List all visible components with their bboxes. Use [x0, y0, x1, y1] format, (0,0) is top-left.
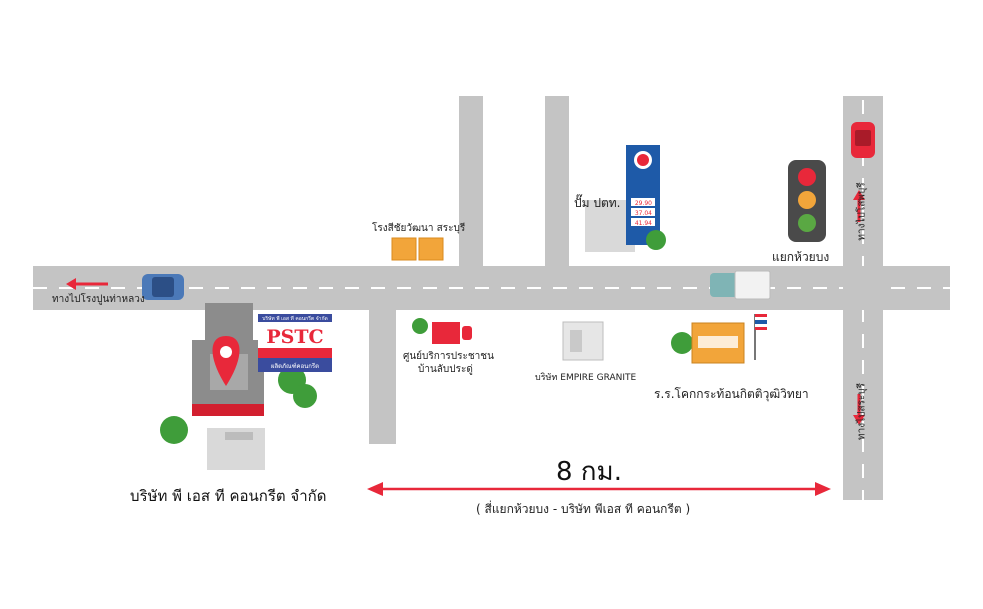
small-building-icon	[207, 428, 265, 470]
road-south-branch	[369, 310, 396, 444]
tree-icon	[646, 230, 666, 250]
pstc-sign-footer: ผลิตภัณฑ์คอนกรีต	[271, 362, 319, 370]
rice-mill-icon	[391, 237, 444, 261]
school-icon	[691, 314, 767, 364]
road-branch-2	[545, 96, 569, 266]
pstc-sign-icon	[258, 314, 332, 372]
ptt-price-2: 37.04	[635, 210, 652, 217]
arrow-down-icon	[853, 394, 865, 425]
tree-icon	[160, 416, 188, 444]
car-red-icon	[851, 122, 875, 158]
ptt-price-1: 29.90	[635, 200, 652, 207]
pstc-sign-header: บริษัท พี เอส ที คอนกรีต จำกัด	[262, 315, 328, 322]
label-to-cement-plant: ทางไปโรงปูนท่าหลวง	[52, 294, 145, 305]
truck-icon	[710, 270, 771, 300]
label-distance-desc: ( สี่แยกห้วยบง - บริษัท พีเอส ที คอนกรีต…	[476, 502, 691, 516]
label-distance: 8 กม.	[556, 457, 622, 487]
label-to-saraburi: ทางไปสระบุรี	[856, 382, 868, 441]
traffic-light-icon	[788, 160, 826, 242]
tree-icon	[293, 384, 317, 408]
pstc-sign-logo: PSTC	[266, 326, 323, 348]
label-company: บริษัท พี เอส ที คอนกรีต จำกัด	[130, 487, 327, 505]
label-service-center-2: บ้านลับประดู่	[418, 364, 473, 375]
location-pin-icon	[212, 336, 240, 386]
arrow-left-icon	[66, 278, 108, 290]
road-branch-1	[459, 96, 483, 266]
label-to-phu: ทางไปโสพบุรี	[856, 182, 868, 241]
arrow-up-icon	[853, 190, 865, 222]
ptt-price-3: 41.94	[635, 220, 652, 227]
empire-granite-building-icon	[562, 321, 604, 361]
label-ptt-station: ปั๊ม ปตท.	[574, 196, 621, 210]
service-center-icon	[432, 322, 472, 344]
tree-icon	[412, 318, 428, 334]
gas-station-icon	[585, 145, 660, 252]
roads	[33, 96, 950, 500]
label-empire-granite: บริษัท EMPIRE GRANITE	[535, 373, 637, 383]
car-blue-icon	[142, 274, 184, 300]
label-school: ร.ร.โคกกระท้อนกิตติวุฒิวิทยา	[654, 387, 809, 401]
distance-arrow-icon	[367, 482, 831, 496]
label-service-center: ศูนย์บริการประชาชน	[403, 351, 494, 362]
label-intersection: แยกห้วยบง	[772, 250, 830, 264]
tree-icon	[671, 332, 693, 354]
label-rice-mill: โรงสีชัยวัฒนา สระบุรี	[372, 223, 466, 234]
